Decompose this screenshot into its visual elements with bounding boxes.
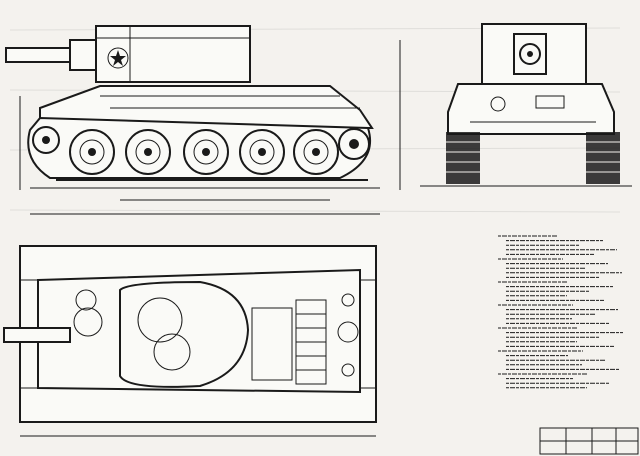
front-gun-muzzle — [519, 43, 541, 65]
commander-hatch — [137, 297, 183, 343]
loader-hatch — [153, 333, 191, 371]
side-turret — [95, 25, 251, 83]
top-gun-barrel — [3, 327, 71, 343]
front-hull — [447, 83, 615, 135]
rear-fan — [337, 321, 359, 343]
gun-mantlet — [69, 39, 97, 71]
title-block — [539, 427, 639, 455]
turret-star-emblem — [107, 47, 129, 69]
road-wheels — [32, 126, 370, 175]
top-view — [3, 245, 377, 437]
front-headlight — [490, 96, 506, 112]
notes-block — [498, 235, 623, 389]
driver-hatch — [73, 307, 103, 337]
front-view — [399, 23, 632, 190]
front-left-track — [446, 132, 480, 184]
front-right-track — [586, 132, 620, 184]
side-view — [5, 25, 380, 215]
top-turret — [119, 280, 250, 388]
side-track — [27, 116, 372, 179]
